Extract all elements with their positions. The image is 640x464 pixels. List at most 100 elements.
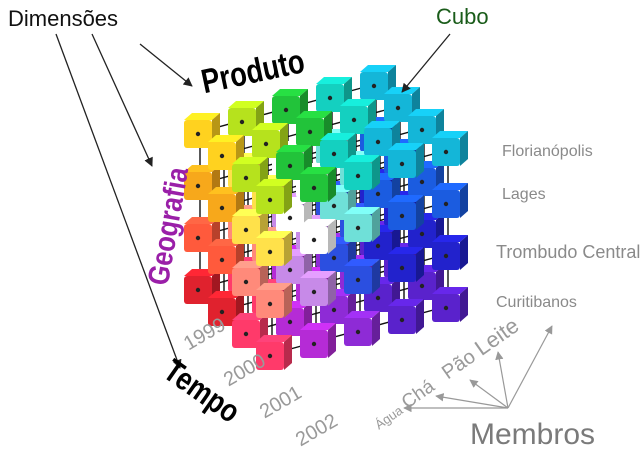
cube-cell-dot — [419, 179, 425, 185]
cube-cell-dot — [399, 317, 405, 323]
cube-cell-dot — [311, 185, 317, 191]
cube-cell-dot — [307, 129, 313, 135]
cube-cell-dot — [331, 307, 337, 313]
cube-cell-dot — [399, 213, 405, 219]
arrow-cubo — [401, 33, 451, 93]
cube-cell-dot — [443, 201, 449, 207]
cube-cell-dot — [195, 131, 201, 137]
cube-cell-top — [388, 299, 424, 306]
cube-cell-dot — [331, 203, 337, 209]
cube-cell-dot — [267, 197, 273, 203]
cube-cell-side — [416, 195, 424, 230]
cube-cell — [272, 89, 308, 124]
cube-cell-top — [360, 65, 396, 72]
cube-cell-side — [284, 179, 292, 214]
cube-cell-side — [460, 183, 468, 218]
cube-cell-dot — [311, 341, 317, 347]
cube-cell-dot — [311, 237, 317, 243]
cube-cells — [184, 65, 468, 370]
geografia-member: Lages — [502, 186, 546, 203]
annotation-arrows — [55, 33, 553, 413]
cube-cell-top — [300, 167, 336, 174]
cube-cell-top — [300, 219, 336, 226]
arrow-dimensoes-produto — [139, 43, 193, 87]
cube-cell — [388, 143, 424, 178]
cube-cell-dot — [239, 119, 245, 125]
cube-cell-dot — [399, 265, 405, 271]
cube-cell — [256, 231, 292, 266]
cube-cell-top — [344, 155, 380, 162]
cube-cell-top — [388, 143, 424, 150]
cube-cell-top — [256, 231, 292, 238]
arrow-membros-cha — [435, 393, 509, 409]
cube-cell-top — [432, 183, 468, 190]
cube-cell — [344, 207, 380, 242]
cube-cell — [184, 113, 220, 148]
cube-cell-dot — [263, 141, 269, 147]
cube-cell-dot — [355, 225, 361, 231]
cube-cell — [256, 335, 292, 370]
cube-cell-top — [276, 145, 312, 152]
cube-cell-top — [208, 135, 244, 142]
arrow-dimensoes-geografia — [91, 33, 153, 167]
cube-cell-top — [252, 123, 288, 130]
cube-cell-dot — [195, 183, 201, 189]
cube-cell-dot — [419, 231, 425, 237]
cube-cell-top — [344, 311, 380, 318]
cube-cell-dot — [355, 173, 361, 179]
cube-cell — [300, 271, 336, 306]
cube-cell-dot — [443, 305, 449, 311]
cube-cell-top — [388, 247, 424, 254]
cube-cell — [232, 313, 268, 348]
cube-cell-dot — [375, 295, 381, 301]
cube-cell-top — [296, 111, 332, 118]
cube-cell-dot — [243, 175, 249, 181]
cube-cell-dot — [331, 255, 337, 261]
cube-cell-dot — [243, 279, 249, 285]
cube-cell — [432, 131, 468, 166]
cube-cell-side — [284, 231, 292, 266]
cube-cell-side — [372, 311, 380, 346]
cube-cell-dot — [419, 127, 425, 133]
arrow-dimensoes-tempo — [55, 33, 182, 369]
cube-cell-top — [228, 101, 264, 108]
cube-cell — [256, 283, 292, 318]
cube-cell-top — [408, 109, 444, 116]
cube-cell-top — [388, 195, 424, 202]
cube-cell-side — [416, 247, 424, 282]
cube-cell-top — [432, 287, 468, 294]
arrow-membros-curitibanos — [507, 325, 553, 409]
cube-cell-side — [416, 299, 424, 334]
cube-cell-side — [328, 271, 336, 306]
cube-cell — [344, 311, 380, 346]
cube-cell-dot — [243, 227, 249, 233]
cube-cell-top — [344, 259, 380, 266]
cube-cell — [300, 167, 336, 202]
cube-cell-side — [460, 131, 468, 166]
cube-cell — [432, 287, 468, 322]
cube-cell-side — [372, 155, 380, 190]
cube-cell-top — [344, 207, 380, 214]
cube-cell-side — [416, 143, 424, 178]
arrow-membros-pao — [469, 379, 509, 409]
cube-cell-top — [432, 235, 468, 242]
cube-cell-dot — [243, 331, 249, 337]
cube-cell — [300, 323, 336, 358]
cube-cell-top — [316, 77, 352, 84]
cube-cell-side — [328, 219, 336, 254]
cube-cell — [360, 65, 396, 100]
cube-cell-side — [372, 259, 380, 294]
cube-cell-dot — [443, 253, 449, 259]
cube-cell-dot — [287, 215, 293, 221]
cube-cell-dot — [283, 107, 289, 113]
cube-cell-dot — [287, 267, 293, 273]
cube-cell-dot — [399, 161, 405, 167]
cube-cell-top — [272, 89, 308, 96]
cube-cell — [388, 299, 424, 334]
cube-cell-dot — [395, 105, 401, 111]
cube-cell — [316, 77, 352, 112]
cube-cell-side — [372, 207, 380, 242]
cube-cell-top — [364, 121, 400, 128]
